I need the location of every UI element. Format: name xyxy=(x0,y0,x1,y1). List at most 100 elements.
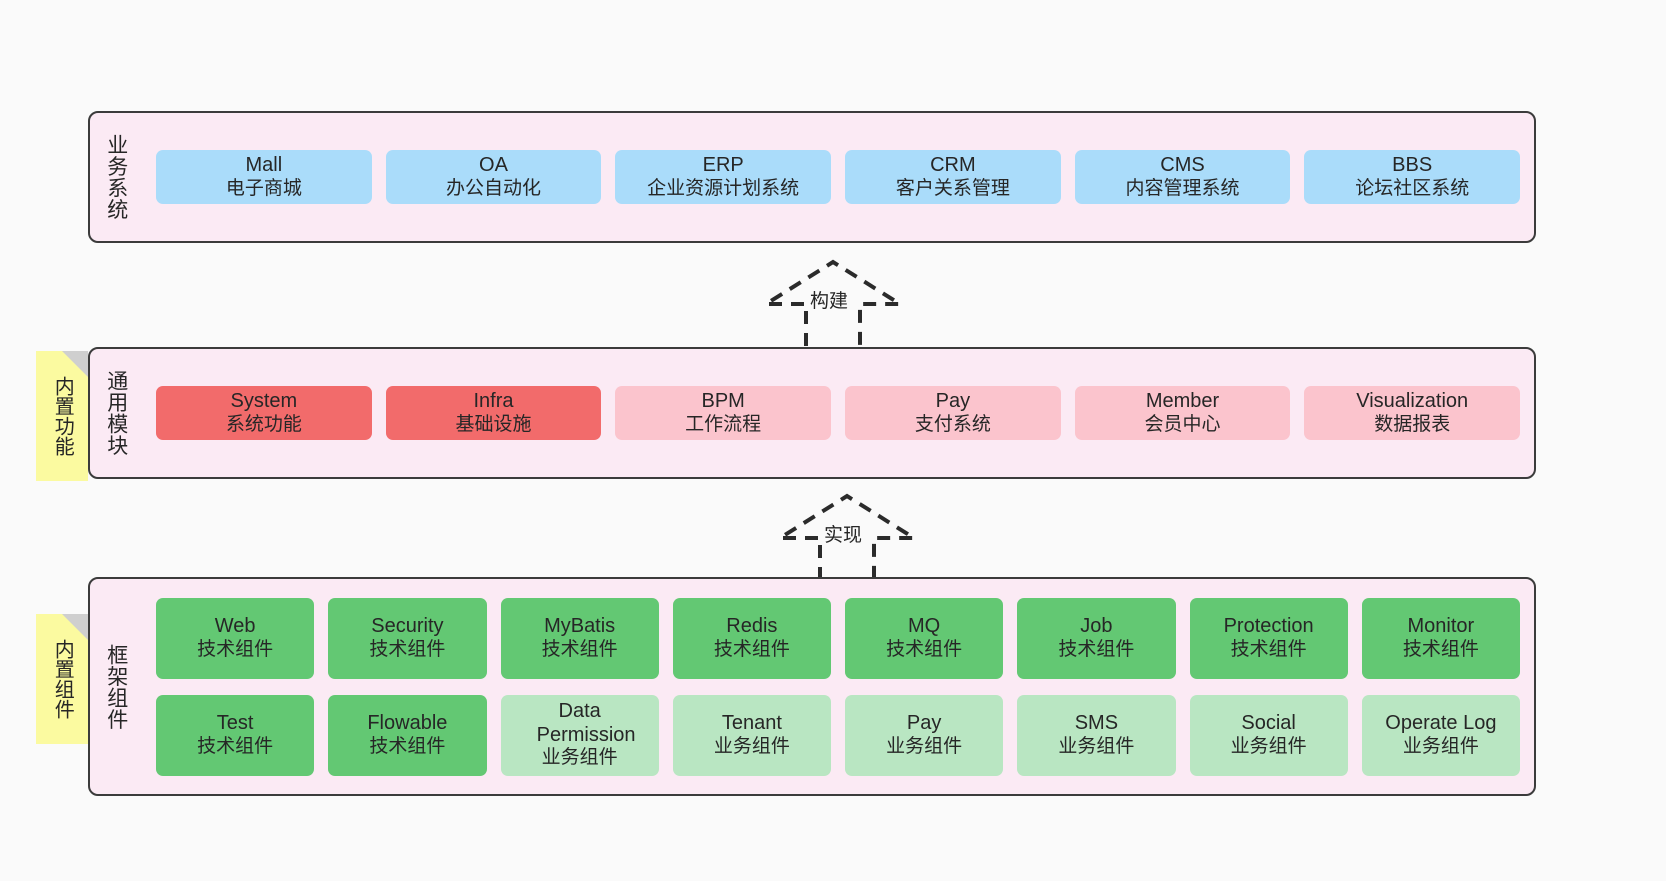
card-subtitle: 会员中心 xyxy=(1144,413,1221,435)
dashed-up-arrow-icon xyxy=(759,259,907,346)
card-subtitle: 业务组件 xyxy=(1402,735,1479,757)
layer-common-modules: 通用模块 System 系统功能 Infra 基础设施 BPM 工作流程 Pay… xyxy=(88,347,1536,479)
card-pay[interactable]: Pay 支付系统 xyxy=(845,386,1061,440)
card-subtitle: 论坛社区系统 xyxy=(1355,177,1470,199)
layer-label-common-modules: 通用模块 xyxy=(104,370,128,456)
card-subtitle: 支付系统 xyxy=(914,413,991,435)
card-protection[interactable]: Protection 技术组件 xyxy=(1189,597,1348,679)
card-subtitle: 客户关系管理 xyxy=(895,177,1010,199)
card-title: Test xyxy=(216,712,254,734)
card-bpm[interactable]: BPM 工作流程 xyxy=(615,386,832,440)
card-title: Web xyxy=(214,615,256,637)
card-job[interactable]: Job 技术组件 xyxy=(1017,597,1176,679)
card-member[interactable]: Member 会员中心 xyxy=(1074,386,1291,440)
card-title: Infra xyxy=(473,390,514,412)
card-title: Visualization xyxy=(1356,390,1469,412)
card-oa[interactable]: OA 办公自动化 xyxy=(385,150,602,204)
connector-implement-label: 实现 xyxy=(822,520,865,547)
card-title: ERP xyxy=(702,154,744,176)
card-title: CMS xyxy=(1160,154,1205,176)
card-sms[interactable]: SMS 业务组件 xyxy=(1017,694,1176,776)
card-title: Flowable xyxy=(367,712,448,734)
card-title: SMS xyxy=(1074,712,1119,734)
sticky-note-label: 内置功能 xyxy=(51,376,74,456)
card-subtitle: 业务组件 xyxy=(541,747,618,769)
card-bbs[interactable]: BBS 论坛社区系统 xyxy=(1304,150,1521,204)
card-subtitle: 技术组件 xyxy=(369,638,446,660)
card-redis[interactable]: Redis 技术组件 xyxy=(672,597,831,679)
card-crm[interactable]: CRM 客户关系管理 xyxy=(845,150,1061,204)
card-mybatis[interactable]: MyBatis 技术组件 xyxy=(500,597,659,679)
card-system[interactable]: System 系统功能 xyxy=(156,386,372,440)
card-title: Mall xyxy=(245,154,283,176)
card-subtitle: 技术组件 xyxy=(886,638,963,660)
card-row: Test 技术组件 Flowable 技术组件 Data Permission … xyxy=(156,694,1520,776)
layer-framework-components: 框架组件 Web 技术组件 Security 技术组件 MyBatis 技术组件… xyxy=(88,577,1536,796)
card-title: Protection xyxy=(1223,615,1314,637)
card-pay-business[interactable]: Pay 业务组件 xyxy=(845,694,1004,776)
card-title: Security xyxy=(371,615,444,637)
layer-body-framework-components: Web 技术组件 Security 技术组件 MyBatis 技术组件 Redi… xyxy=(142,579,1534,794)
sticky-note-label: 内置组件 xyxy=(51,639,74,719)
card-subtitle: 业务组件 xyxy=(713,735,790,757)
card-title: Tenant xyxy=(721,712,782,734)
layer-business-systems: 业务系统 Mall 电子商城 OA 办公自动化 ERP 企业资源计划系统 CRM… xyxy=(88,111,1536,243)
layer-label-business-systems: 业务系统 xyxy=(104,134,128,220)
card-social[interactable]: Social 业务组件 xyxy=(1189,694,1348,776)
card-subtitle: 工作流程 xyxy=(685,413,762,435)
card-mall[interactable]: Mall 电子商城 xyxy=(156,150,372,204)
card-subtitle: 系统功能 xyxy=(225,413,302,435)
card-cms[interactable]: CMS 内容管理系统 xyxy=(1074,150,1291,204)
card-subtitle: 技术组件 xyxy=(197,735,274,757)
card-subtitle: 技术组件 xyxy=(369,735,446,757)
layer-label-framework-components: 框架组件 xyxy=(104,643,128,730)
card-title: Member xyxy=(1145,390,1220,412)
card-subtitle: 企业资源计划系统 xyxy=(647,177,800,199)
card-web[interactable]: Web 技术组件 xyxy=(156,597,315,679)
card-subtitle: 技术组件 xyxy=(713,638,790,660)
card-title: Operate Log xyxy=(1385,712,1497,734)
connector-implement: 实现 xyxy=(772,492,922,582)
card-title: CRM xyxy=(930,154,976,176)
card-title: System xyxy=(230,390,298,412)
layer-body-business-systems: Mall 电子商城 OA 办公自动化 ERP 企业资源计划系统 CRM 客户关系… xyxy=(142,113,1534,241)
card-flowable[interactable]: Flowable 技术组件 xyxy=(328,694,487,776)
card-title: OA xyxy=(479,154,508,176)
sticky-fold-corner xyxy=(62,351,88,377)
card-title: Data Permission xyxy=(536,700,636,746)
card-visualization[interactable]: Visualization 数据报表 xyxy=(1304,386,1521,440)
card-title: MyBatis xyxy=(544,615,616,637)
card-operate-log[interactable]: Operate Log 业务组件 xyxy=(1361,694,1520,776)
card-title: BPM xyxy=(701,390,745,412)
card-mq[interactable]: MQ 技术组件 xyxy=(845,597,1004,679)
connector-build-label: 构建 xyxy=(808,286,851,313)
sticky-note-builtin-components: 内置组件 xyxy=(36,614,88,744)
card-subtitle: 基础设施 xyxy=(455,413,532,435)
card-subtitle: 电子商城 xyxy=(225,177,302,199)
card-subtitle: 技术组件 xyxy=(1230,638,1307,660)
card-row: Mall 电子商城 OA 办公自动化 ERP 企业资源计划系统 CRM 客户关系… xyxy=(156,150,1521,204)
card-title: MQ xyxy=(908,615,941,637)
card-title: Pay xyxy=(935,390,971,412)
card-subtitle: 技术组件 xyxy=(1402,638,1479,660)
card-subtitle: 数据报表 xyxy=(1374,413,1451,435)
card-title: Social xyxy=(1241,712,1296,734)
card-title: Redis xyxy=(726,615,778,637)
dashed-up-arrow-icon xyxy=(773,493,921,580)
card-subtitle: 内容管理系统 xyxy=(1125,177,1240,199)
card-infra[interactable]: Infra 基础设施 xyxy=(385,386,602,440)
card-title: Job xyxy=(1080,615,1113,637)
connector-build: 构建 xyxy=(758,258,908,348)
card-security[interactable]: Security 技术组件 xyxy=(328,597,487,679)
card-test[interactable]: Test 技术组件 xyxy=(156,694,315,776)
card-row: Web 技术组件 Security 技术组件 MyBatis 技术组件 Redi… xyxy=(156,597,1520,679)
card-subtitle: 业务组件 xyxy=(886,735,963,757)
card-title: BBS xyxy=(1392,154,1433,176)
card-data-permission[interactable]: Data Permission 业务组件 xyxy=(500,694,659,776)
sticky-note-builtin-functions: 内置功能 xyxy=(36,351,88,481)
card-tenant[interactable]: Tenant 业务组件 xyxy=(672,694,831,776)
card-monitor[interactable]: Monitor 技术组件 xyxy=(1361,597,1520,679)
card-erp[interactable]: ERP 企业资源计划系统 xyxy=(615,150,832,204)
card-row: System 系统功能 Infra 基础设施 BPM 工作流程 Pay 支付系统… xyxy=(156,386,1521,440)
